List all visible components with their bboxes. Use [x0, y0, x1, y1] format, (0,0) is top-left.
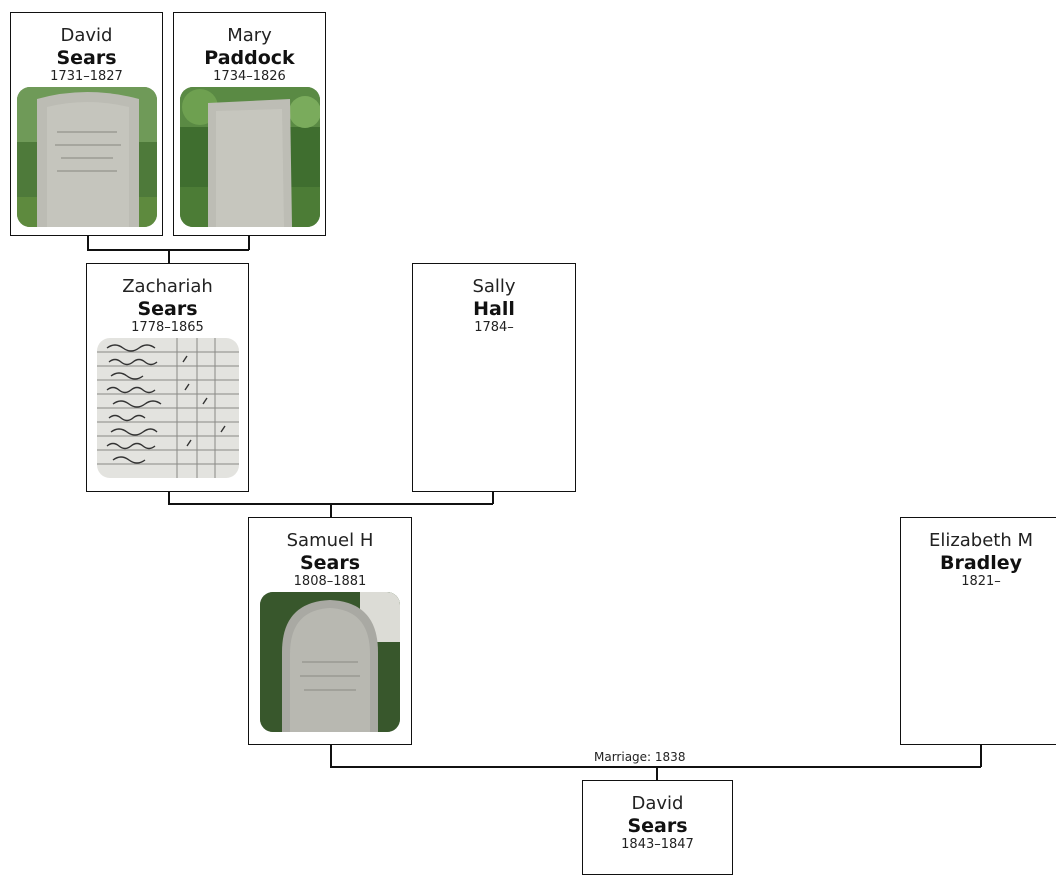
connector-zachariah-sally-left	[168, 491, 170, 504]
given-name: Zachariah	[122, 276, 213, 297]
surname: Bradley	[939, 552, 1023, 574]
person-card-sally-hall[interactable]: Sally Hall 1784–	[412, 263, 576, 492]
surname: Sears	[56, 47, 117, 69]
surname: Hall	[473, 298, 515, 320]
surname: Sears	[137, 298, 198, 320]
person-card-elizabeth-m-bradley[interactable]: Elizabeth M Bradley 1821–	[900, 517, 1056, 745]
connector-samuel-elizabeth-left	[330, 744, 332, 767]
marriage-label: Marriage: 1838	[592, 750, 688, 764]
connector-to-david-jr	[656, 766, 658, 780]
connector-samuel-elizabeth-right	[980, 744, 982, 767]
person-card-mary-paddock[interactable]: Mary Paddock 1734–1826	[173, 12, 326, 236]
connector-zachariah-sally-right	[492, 491, 494, 504]
connector-to-zachariah	[168, 249, 170, 263]
person-card-david-sears-1843[interactable]: David Sears 1843–1847	[582, 780, 733, 875]
connector-david-mary-left	[87, 235, 89, 250]
given-name: Samuel H	[286, 530, 374, 551]
given-name: David	[60, 25, 113, 46]
life-dates: 1843–1847	[621, 837, 694, 852]
life-dates: 1734–1826	[213, 69, 286, 84]
life-dates: 1731–1827	[50, 69, 123, 84]
person-card-zachariah-sears[interactable]: Zachariah Sears 1778–1865	[86, 263, 249, 492]
connector-samuel-elizabeth-bar	[330, 766, 981, 768]
given-name: Elizabeth M	[928, 530, 1034, 551]
life-dates: 1784–	[474, 320, 514, 335]
census-record-photo[interactable]	[96, 338, 239, 478]
life-dates: 1821–	[961, 574, 1001, 589]
person-card-david-sears-1731[interactable]: David Sears 1731–1827	[10, 12, 163, 236]
life-dates: 1808–1881	[293, 574, 367, 589]
life-dates: 1778–1865	[131, 320, 204, 335]
connector-david-mary-right	[248, 235, 250, 250]
given-name: Mary	[227, 25, 272, 46]
surname: Sears	[627, 815, 688, 837]
gravestone-photo[interactable]	[260, 592, 400, 732]
surname: Sears	[299, 552, 361, 574]
person-card-samuel-h-sears[interactable]: Samuel H Sears 1808–1881	[248, 517, 412, 745]
surname: Paddock	[204, 47, 295, 69]
given-name: David	[631, 793, 684, 814]
connector-to-samuel	[330, 503, 332, 517]
given-name: Sally	[472, 276, 516, 297]
gravestone-photo[interactable]	[16, 87, 157, 227]
gravestone-photo[interactable]	[179, 87, 320, 227]
